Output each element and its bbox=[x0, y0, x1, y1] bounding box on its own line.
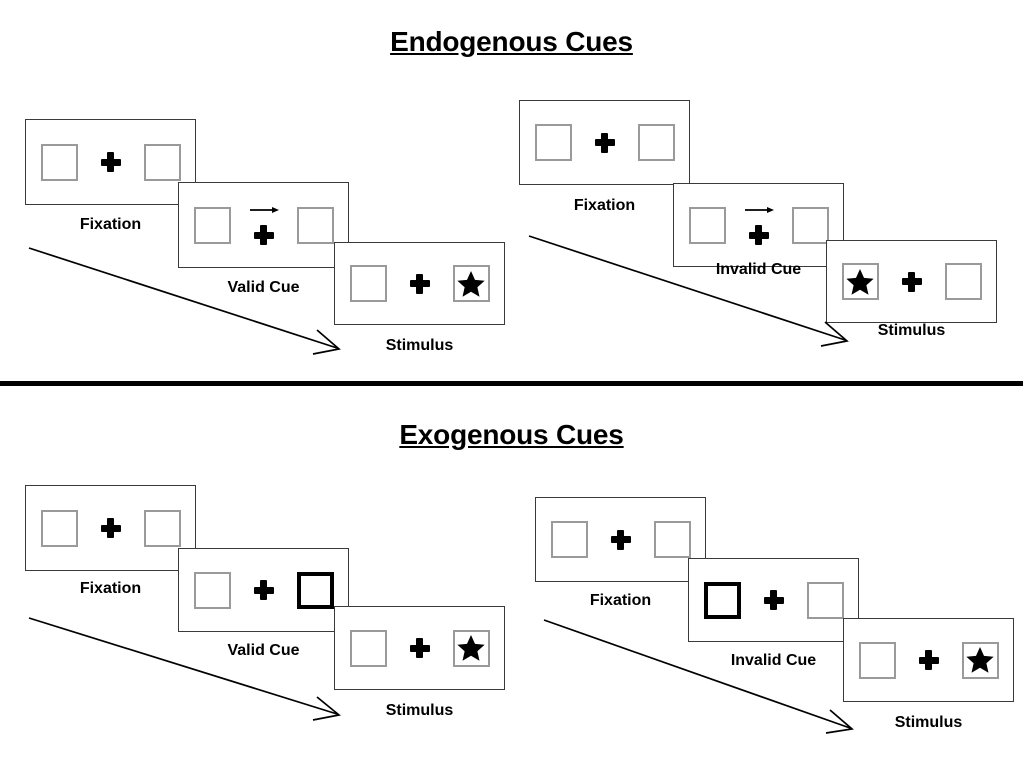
fixation-cross-icon bbox=[253, 580, 274, 600]
star-target-icon bbox=[846, 268, 874, 295]
fixation-center bbox=[247, 203, 281, 247]
fixation-center bbox=[895, 260, 929, 304]
stage-label-valid-cue: Valid Cue bbox=[227, 642, 300, 659]
fixation-cross-icon bbox=[409, 638, 430, 658]
placeholder-box-left bbox=[193, 206, 231, 244]
trial-frame-stimulus[interactable] bbox=[334, 242, 505, 325]
placeholder-box-left bbox=[193, 571, 231, 609]
trial-frame-stimulus[interactable] bbox=[334, 606, 505, 690]
fixation-center bbox=[604, 518, 638, 562]
fixation-center bbox=[588, 121, 622, 165]
stage-label-stimulus: Stimulus bbox=[385, 337, 454, 354]
fixation-cross-icon bbox=[901, 271, 922, 292]
arrow-right-cue-icon bbox=[249, 207, 279, 213]
frame-content bbox=[179, 203, 348, 247]
frame-content bbox=[536, 518, 705, 562]
placeholder-box-left bbox=[349, 265, 387, 302]
frame-content bbox=[844, 638, 1013, 682]
placeholder-box-left bbox=[349, 629, 387, 667]
frame-content bbox=[26, 506, 195, 550]
fixation-cross-icon bbox=[610, 529, 631, 550]
trial-frame-stimulus[interactable] bbox=[826, 240, 997, 323]
arrow-right-cue-icon bbox=[744, 207, 774, 213]
trial-frame-fixation[interactable] bbox=[25, 119, 196, 205]
trial-frame-invalid-cue[interactable] bbox=[673, 183, 844, 267]
placeholder-box-right-target bbox=[452, 265, 490, 302]
placeholder-box-left bbox=[858, 641, 896, 679]
placeholder-box-right bbox=[143, 143, 181, 181]
stage-label-invalid-cue: Invalid Cue bbox=[730, 652, 817, 669]
section-title-exogenous: Exogenous Cues bbox=[399, 419, 624, 450]
fixation-cross-icon bbox=[409, 273, 430, 294]
fixation-cross-icon bbox=[748, 225, 769, 245]
trial-frame-valid-cue[interactable] bbox=[178, 182, 349, 268]
frame-content bbox=[335, 262, 504, 306]
fixation-center bbox=[403, 626, 437, 670]
fixation-center bbox=[403, 262, 437, 306]
placeholder-box-right bbox=[944, 263, 982, 300]
frame-content bbox=[520, 121, 689, 165]
placeholder-box-right-target bbox=[452, 629, 490, 667]
fixation-center bbox=[247, 568, 281, 612]
placeholder-box-left bbox=[550, 521, 588, 558]
frame-content bbox=[689, 578, 858, 622]
placeholder-box-left bbox=[688, 206, 726, 244]
placeholder-box-right bbox=[791, 206, 829, 244]
stage-label-fixation: Fixation bbox=[573, 197, 636, 214]
frame-content bbox=[674, 203, 843, 247]
fixation-cross-icon bbox=[918, 650, 939, 670]
star-target-icon bbox=[966, 647, 994, 673]
placeholder-box-right-cued bbox=[296, 571, 334, 609]
placeholder-box-left-target bbox=[841, 263, 879, 300]
stage-label-valid-cue: Valid Cue bbox=[227, 279, 300, 296]
stage-label-invalid-cue: Invalid Cue bbox=[715, 261, 802, 278]
star-target-icon bbox=[457, 270, 485, 297]
star-target-icon bbox=[457, 635, 485, 661]
frame-content bbox=[827, 260, 996, 304]
trial-frame-fixation[interactable] bbox=[25, 485, 196, 571]
fixation-cross-icon bbox=[100, 518, 121, 538]
stage-label-fixation: Fixation bbox=[589, 592, 652, 609]
frame-content bbox=[335, 626, 504, 670]
section-title-endogenous: Endogenous Cues bbox=[390, 26, 633, 57]
fixation-center bbox=[912, 638, 946, 682]
stage-label-stimulus: Stimulus bbox=[385, 702, 454, 719]
trial-frame-invalid-cue[interactable] bbox=[688, 558, 859, 642]
section-divider bbox=[0, 381, 1023, 386]
fixation-center bbox=[94, 140, 128, 184]
placeholder-box-right bbox=[143, 509, 181, 547]
fixation-cross-icon bbox=[100, 152, 121, 172]
fixation-cross-icon bbox=[763, 590, 784, 610]
fixation-cross-icon bbox=[253, 225, 274, 245]
placeholder-box-left bbox=[40, 143, 78, 181]
stage-label-fixation: Fixation bbox=[79, 216, 142, 233]
frame-content bbox=[179, 568, 348, 612]
placeholder-box-right-target bbox=[961, 641, 999, 679]
placeholder-box-left-cued bbox=[703, 581, 741, 619]
placeholder-box-right bbox=[296, 206, 334, 244]
fixation-center bbox=[742, 203, 776, 247]
trial-frame-fixation[interactable] bbox=[519, 100, 690, 185]
trial-frame-fixation[interactable] bbox=[535, 497, 706, 582]
fixation-center bbox=[94, 506, 128, 550]
fixation-cross-icon bbox=[594, 132, 615, 153]
placeholder-box-right bbox=[653, 521, 691, 558]
trial-frame-valid-cue[interactable] bbox=[178, 548, 349, 632]
trial-frame-stimulus[interactable] bbox=[843, 618, 1014, 702]
placeholder-box-left bbox=[534, 124, 572, 161]
stage-label-stimulus: Stimulus bbox=[877, 322, 946, 339]
stage-label-stimulus: Stimulus bbox=[894, 714, 963, 731]
frame-content bbox=[26, 140, 195, 184]
placeholder-box-right bbox=[637, 124, 675, 161]
stage-label-fixation: Fixation bbox=[79, 580, 142, 597]
placeholder-box-right bbox=[806, 581, 844, 619]
placeholder-box-left bbox=[40, 509, 78, 547]
fixation-center bbox=[757, 578, 791, 622]
